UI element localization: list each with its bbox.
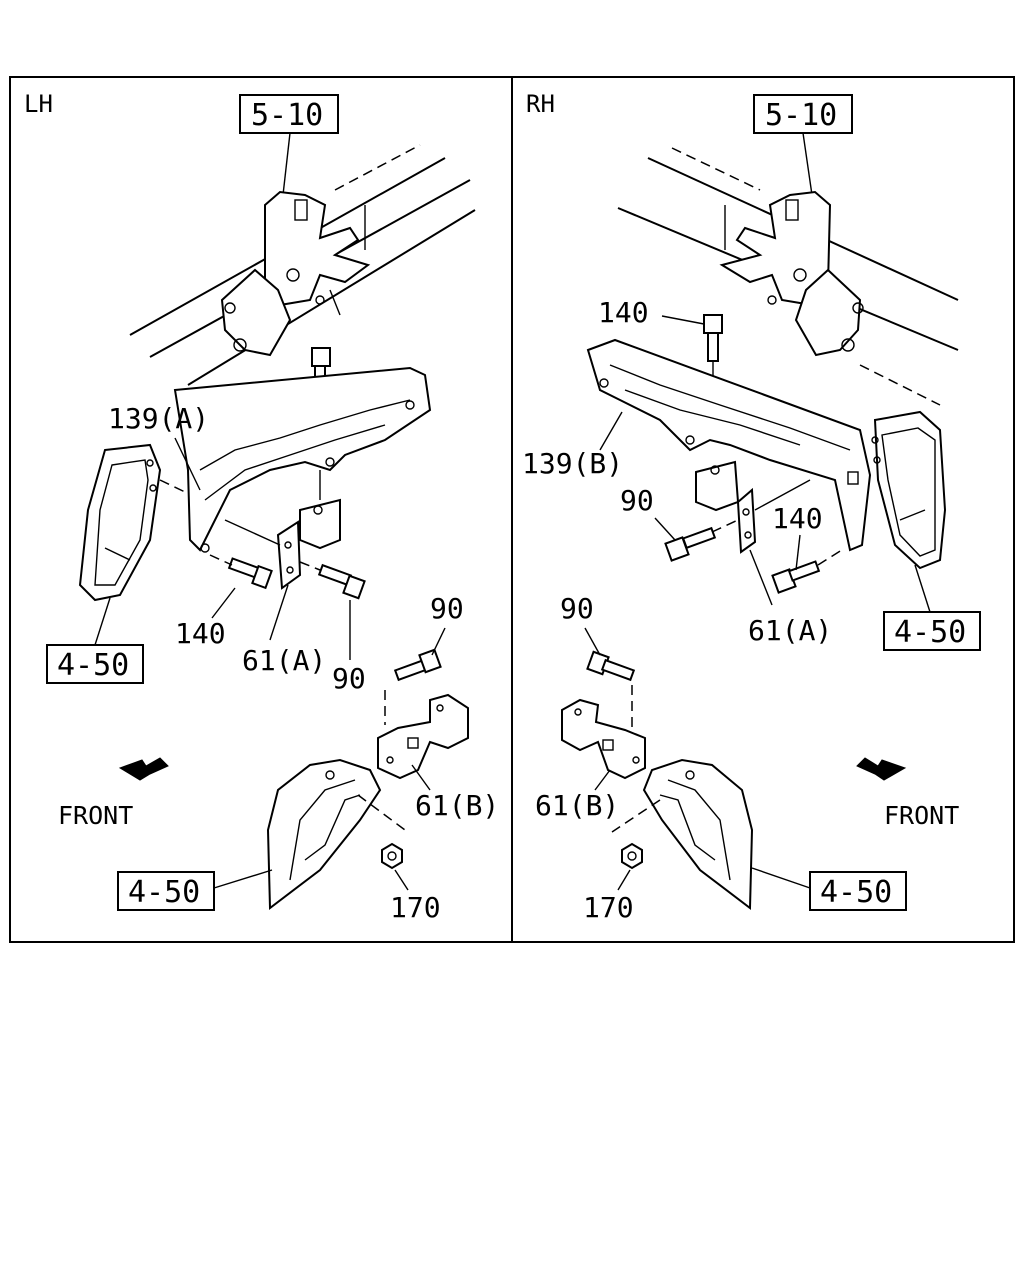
label-139a: 139(A) xyxy=(108,402,209,435)
ref-label-5-10-rh: 5-10 xyxy=(765,98,837,133)
mudguard-lower-rh xyxy=(611,758,754,910)
label-61a-rh: 61(A) xyxy=(748,614,832,647)
bolt-90-upper-rh[interactable] xyxy=(586,650,636,730)
label-90-mid-rh: 90 xyxy=(620,484,654,517)
cab-mount-bracket-rh xyxy=(719,190,864,357)
label-170-rh: 170 xyxy=(583,891,634,924)
label-90-mid-lh: 90 xyxy=(332,662,366,695)
bolt-90-upper-lh[interactable] xyxy=(384,648,442,725)
front-label-rh: FRONT xyxy=(884,801,959,830)
nut-170-lh[interactable] xyxy=(381,842,403,870)
label-170-lh: 170 xyxy=(390,891,441,924)
bolt-140-lower-lh[interactable] xyxy=(209,554,273,590)
bolt-90-mid-rh[interactable] xyxy=(664,519,739,562)
ref-box-4-50-lower-lh[interactable] xyxy=(117,871,215,911)
side-label-rh: RH xyxy=(526,90,555,118)
plate-61a-rh[interactable] xyxy=(736,479,811,554)
ref-label-4-50-lower-lh: 4-50 xyxy=(128,875,200,910)
ref-box-4-50-mid-rh[interactable] xyxy=(883,611,981,651)
label-140-right-rh: 140 xyxy=(772,502,823,535)
front-label-lh: FRONT xyxy=(58,801,133,830)
front-arrow-rh xyxy=(856,757,907,781)
ref-label-4-50-mid-rh: 4-50 xyxy=(894,615,966,650)
label-140-upper-rh: 140 xyxy=(598,296,649,329)
mudguard-lower-lh xyxy=(266,758,406,910)
panel-rh: RH 5-10 140 xyxy=(522,90,981,924)
spacer-block-rh xyxy=(695,460,740,512)
label-61b-lh: 61(B) xyxy=(415,789,499,822)
splash-shield-mid-lh xyxy=(78,443,186,602)
plate-61a-lh[interactable] xyxy=(276,520,302,590)
panel-lh: LH 5-10 140 xyxy=(24,90,499,924)
ref-box-5-10-rh[interactable] xyxy=(753,94,853,134)
ref-label-4-50-mid-lh: 4-50 xyxy=(57,648,129,683)
bolt-90-mid-lh[interactable] xyxy=(299,561,366,600)
bolt-140-right-rh[interactable] xyxy=(771,547,846,594)
label-139b: 139(B) xyxy=(522,447,623,480)
label-90-upper-rh: 90 xyxy=(560,592,594,625)
ref-box-5-10-lh[interactable] xyxy=(239,94,339,134)
label-140-lower-lh: 140 xyxy=(175,617,226,650)
label-61a-lh: 61(A) xyxy=(242,644,326,677)
ref-label-4-50-lower-rh: 4-50 xyxy=(820,875,892,910)
bracket-61b-lh[interactable] xyxy=(377,693,469,780)
ref-box-4-50-lower-rh[interactable] xyxy=(809,871,907,911)
bracket-139b[interactable] xyxy=(586,338,872,552)
label-90-upper-lh: 90 xyxy=(430,592,464,625)
spacer-block-lh xyxy=(299,470,341,550)
splash-shield-mid-rh xyxy=(871,410,947,570)
side-label-lh: LH xyxy=(24,90,53,118)
label-61b-rh: 61(B) xyxy=(535,789,619,822)
ref-box-4-50-mid-lh[interactable] xyxy=(46,644,144,684)
bracket-139a[interactable] xyxy=(173,366,432,553)
ref-label-5-10-lh: 5-10 xyxy=(251,98,323,133)
cab-mount-bracket-lh xyxy=(220,190,371,357)
bracket-61b-rh[interactable] xyxy=(561,698,646,780)
front-arrow-lh xyxy=(118,757,169,781)
nut-170-rh[interactable] xyxy=(621,842,643,870)
